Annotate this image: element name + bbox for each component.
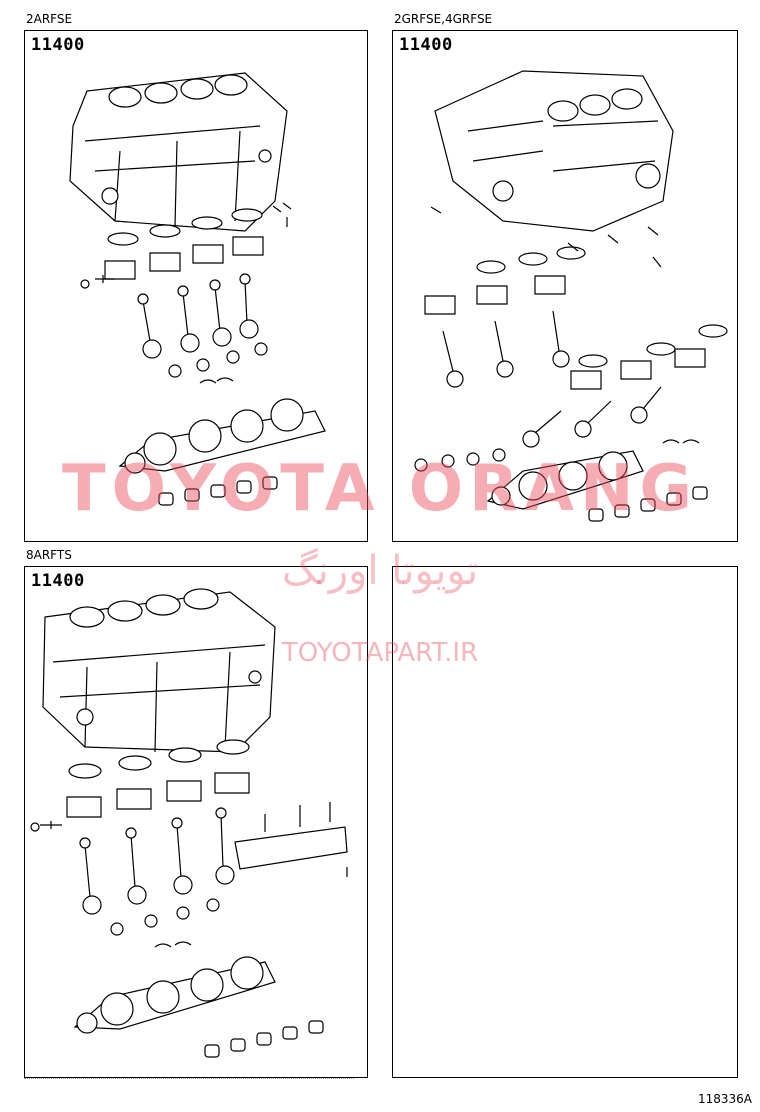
engine-assembly-illustration bbox=[69, 72, 326, 506]
piston-set bbox=[66, 772, 250, 818]
crankshaft bbox=[73, 956, 276, 1034]
watermark-brand: TOYOTA ORANG bbox=[61, 452, 699, 526]
thrust-washers bbox=[662, 439, 700, 444]
part-number: 11400 bbox=[399, 35, 453, 55]
panel-2grfse-4grfse: 11400 bbox=[392, 30, 738, 542]
crankshaft bbox=[486, 450, 644, 510]
connecting-rods bbox=[79, 807, 235, 915]
watermark-persian: تویوتا اورنگ bbox=[281, 548, 479, 594]
main-bearings bbox=[204, 1020, 324, 1058]
panel-empty bbox=[392, 566, 738, 1078]
piston-ring-set bbox=[107, 208, 263, 246]
piston-pin bbox=[95, 275, 115, 283]
cylinder-block bbox=[42, 591, 276, 753]
thrust-washers bbox=[154, 941, 192, 948]
main-bearings bbox=[588, 486, 708, 522]
piston-ring-set bbox=[476, 246, 728, 368]
piston-pin bbox=[40, 821, 62, 829]
engine-label-8arfts: 8ARFTS bbox=[26, 548, 72, 562]
engine-assembly-illustration bbox=[30, 588, 348, 1058]
rod-bearings bbox=[414, 448, 506, 472]
piston-ring-set bbox=[68, 739, 250, 779]
dotted-divider bbox=[24, 1078, 354, 1079]
rod-bearings bbox=[110, 898, 220, 936]
panel-2arfse: 11400 bbox=[24, 30, 368, 542]
connecting-rods bbox=[442, 310, 662, 448]
piston-set bbox=[104, 236, 264, 280]
figure-code: 118336A bbox=[697, 1092, 752, 1106]
panel-8arfts: 11400 bbox=[24, 566, 368, 1078]
part-number: 11400 bbox=[31, 35, 85, 55]
watermark-site: TOYOTAPART.IR bbox=[281, 638, 479, 668]
oil-jet-bolts bbox=[272, 202, 292, 227]
crankshaft bbox=[118, 398, 326, 474]
rod-bearings bbox=[168, 342, 268, 378]
cylinder-block bbox=[69, 72, 288, 232]
engine-label-2grfse-4grfse: 2GRFSE,4GRFSE bbox=[394, 12, 493, 26]
part-number: 11400 bbox=[31, 571, 85, 591]
thrust-washers bbox=[199, 377, 234, 384]
oil-jet-rail bbox=[234, 802, 348, 870]
main-bearings bbox=[158, 476, 278, 506]
engine-assembly-illustration bbox=[414, 70, 728, 522]
oil-jet-bolts bbox=[430, 206, 662, 268]
connecting-rods bbox=[137, 273, 259, 359]
piston-set bbox=[424, 275, 706, 390]
engine-label-2arfse: 2ARFSE bbox=[26, 12, 73, 26]
